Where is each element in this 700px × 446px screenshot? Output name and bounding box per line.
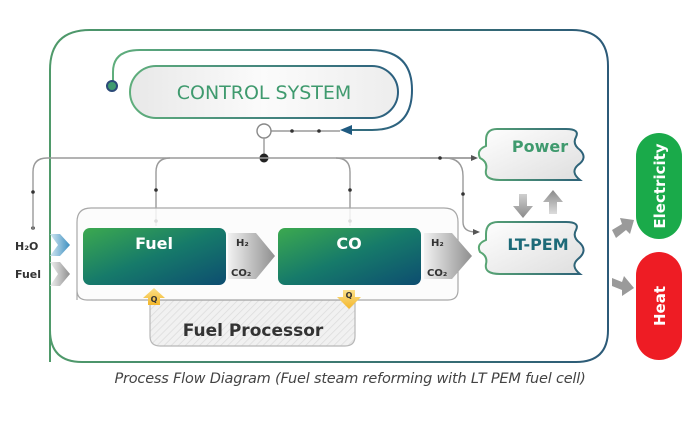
power-down-arrow-icon bbox=[513, 194, 533, 218]
lt-pem-box bbox=[477, 221, 585, 275]
electricity-output-arrow-icon bbox=[612, 218, 634, 238]
control-arrow-icon bbox=[340, 125, 352, 135]
heat-out-label: Q bbox=[346, 291, 353, 300]
diagram-caption: Process Flow Diagram (Fuel steam reformi… bbox=[114, 371, 586, 387]
stream-arrow-1-icon bbox=[228, 233, 275, 279]
fuel-reactor-box bbox=[83, 228, 226, 285]
h2o-input-arrow-icon bbox=[50, 234, 70, 256]
fuel-processor-tab bbox=[149, 299, 356, 347]
heat-in-label: Q bbox=[151, 295, 158, 304]
fuel-processor-label: Fuel Processor bbox=[183, 321, 324, 341]
fuel-reactor-label: Fuel bbox=[135, 234, 173, 253]
power-up-arrow-icon bbox=[543, 190, 563, 214]
heat-in-arrow-icon bbox=[143, 288, 165, 305]
power-label: Power bbox=[512, 137, 568, 156]
control-system-box bbox=[129, 65, 399, 119]
system-boundary-frame bbox=[49, 29, 609, 363]
heat-output-arrow-icon bbox=[612, 276, 634, 296]
fuel-input-arrow-icon bbox=[50, 262, 70, 286]
heat-label: Heat bbox=[651, 286, 669, 326]
lt-pem-label: LT-PEM bbox=[507, 235, 568, 254]
heat-output bbox=[636, 252, 682, 360]
stream-1-co2-label: CO₂ bbox=[231, 268, 251, 279]
stream-2-h2-label: H₂ bbox=[431, 238, 444, 249]
co-reactor-box bbox=[278, 228, 421, 285]
electricity-label: Electricity bbox=[651, 143, 669, 228]
fuel-input-label: Fuel bbox=[15, 268, 41, 281]
control-loop-line bbox=[112, 49, 414, 131]
control-node-icon bbox=[106, 80, 118, 92]
electricity-output bbox=[636, 133, 682, 239]
sensor-node-icon bbox=[256, 123, 272, 139]
stream-arrow-2-icon bbox=[424, 233, 472, 279]
co-reactor-label: CO bbox=[336, 234, 361, 253]
power-box bbox=[477, 128, 585, 181]
distribution-line bbox=[32, 157, 475, 220]
stream-2-co2-label: CO₂ bbox=[427, 268, 447, 279]
h2o-input-label: H₂O bbox=[15, 240, 38, 253]
stream-1-h2-label: H₂ bbox=[236, 238, 249, 249]
heat-out-arrow-icon bbox=[337, 290, 361, 309]
control-system-label: CONTROL SYSTEM bbox=[177, 82, 352, 104]
